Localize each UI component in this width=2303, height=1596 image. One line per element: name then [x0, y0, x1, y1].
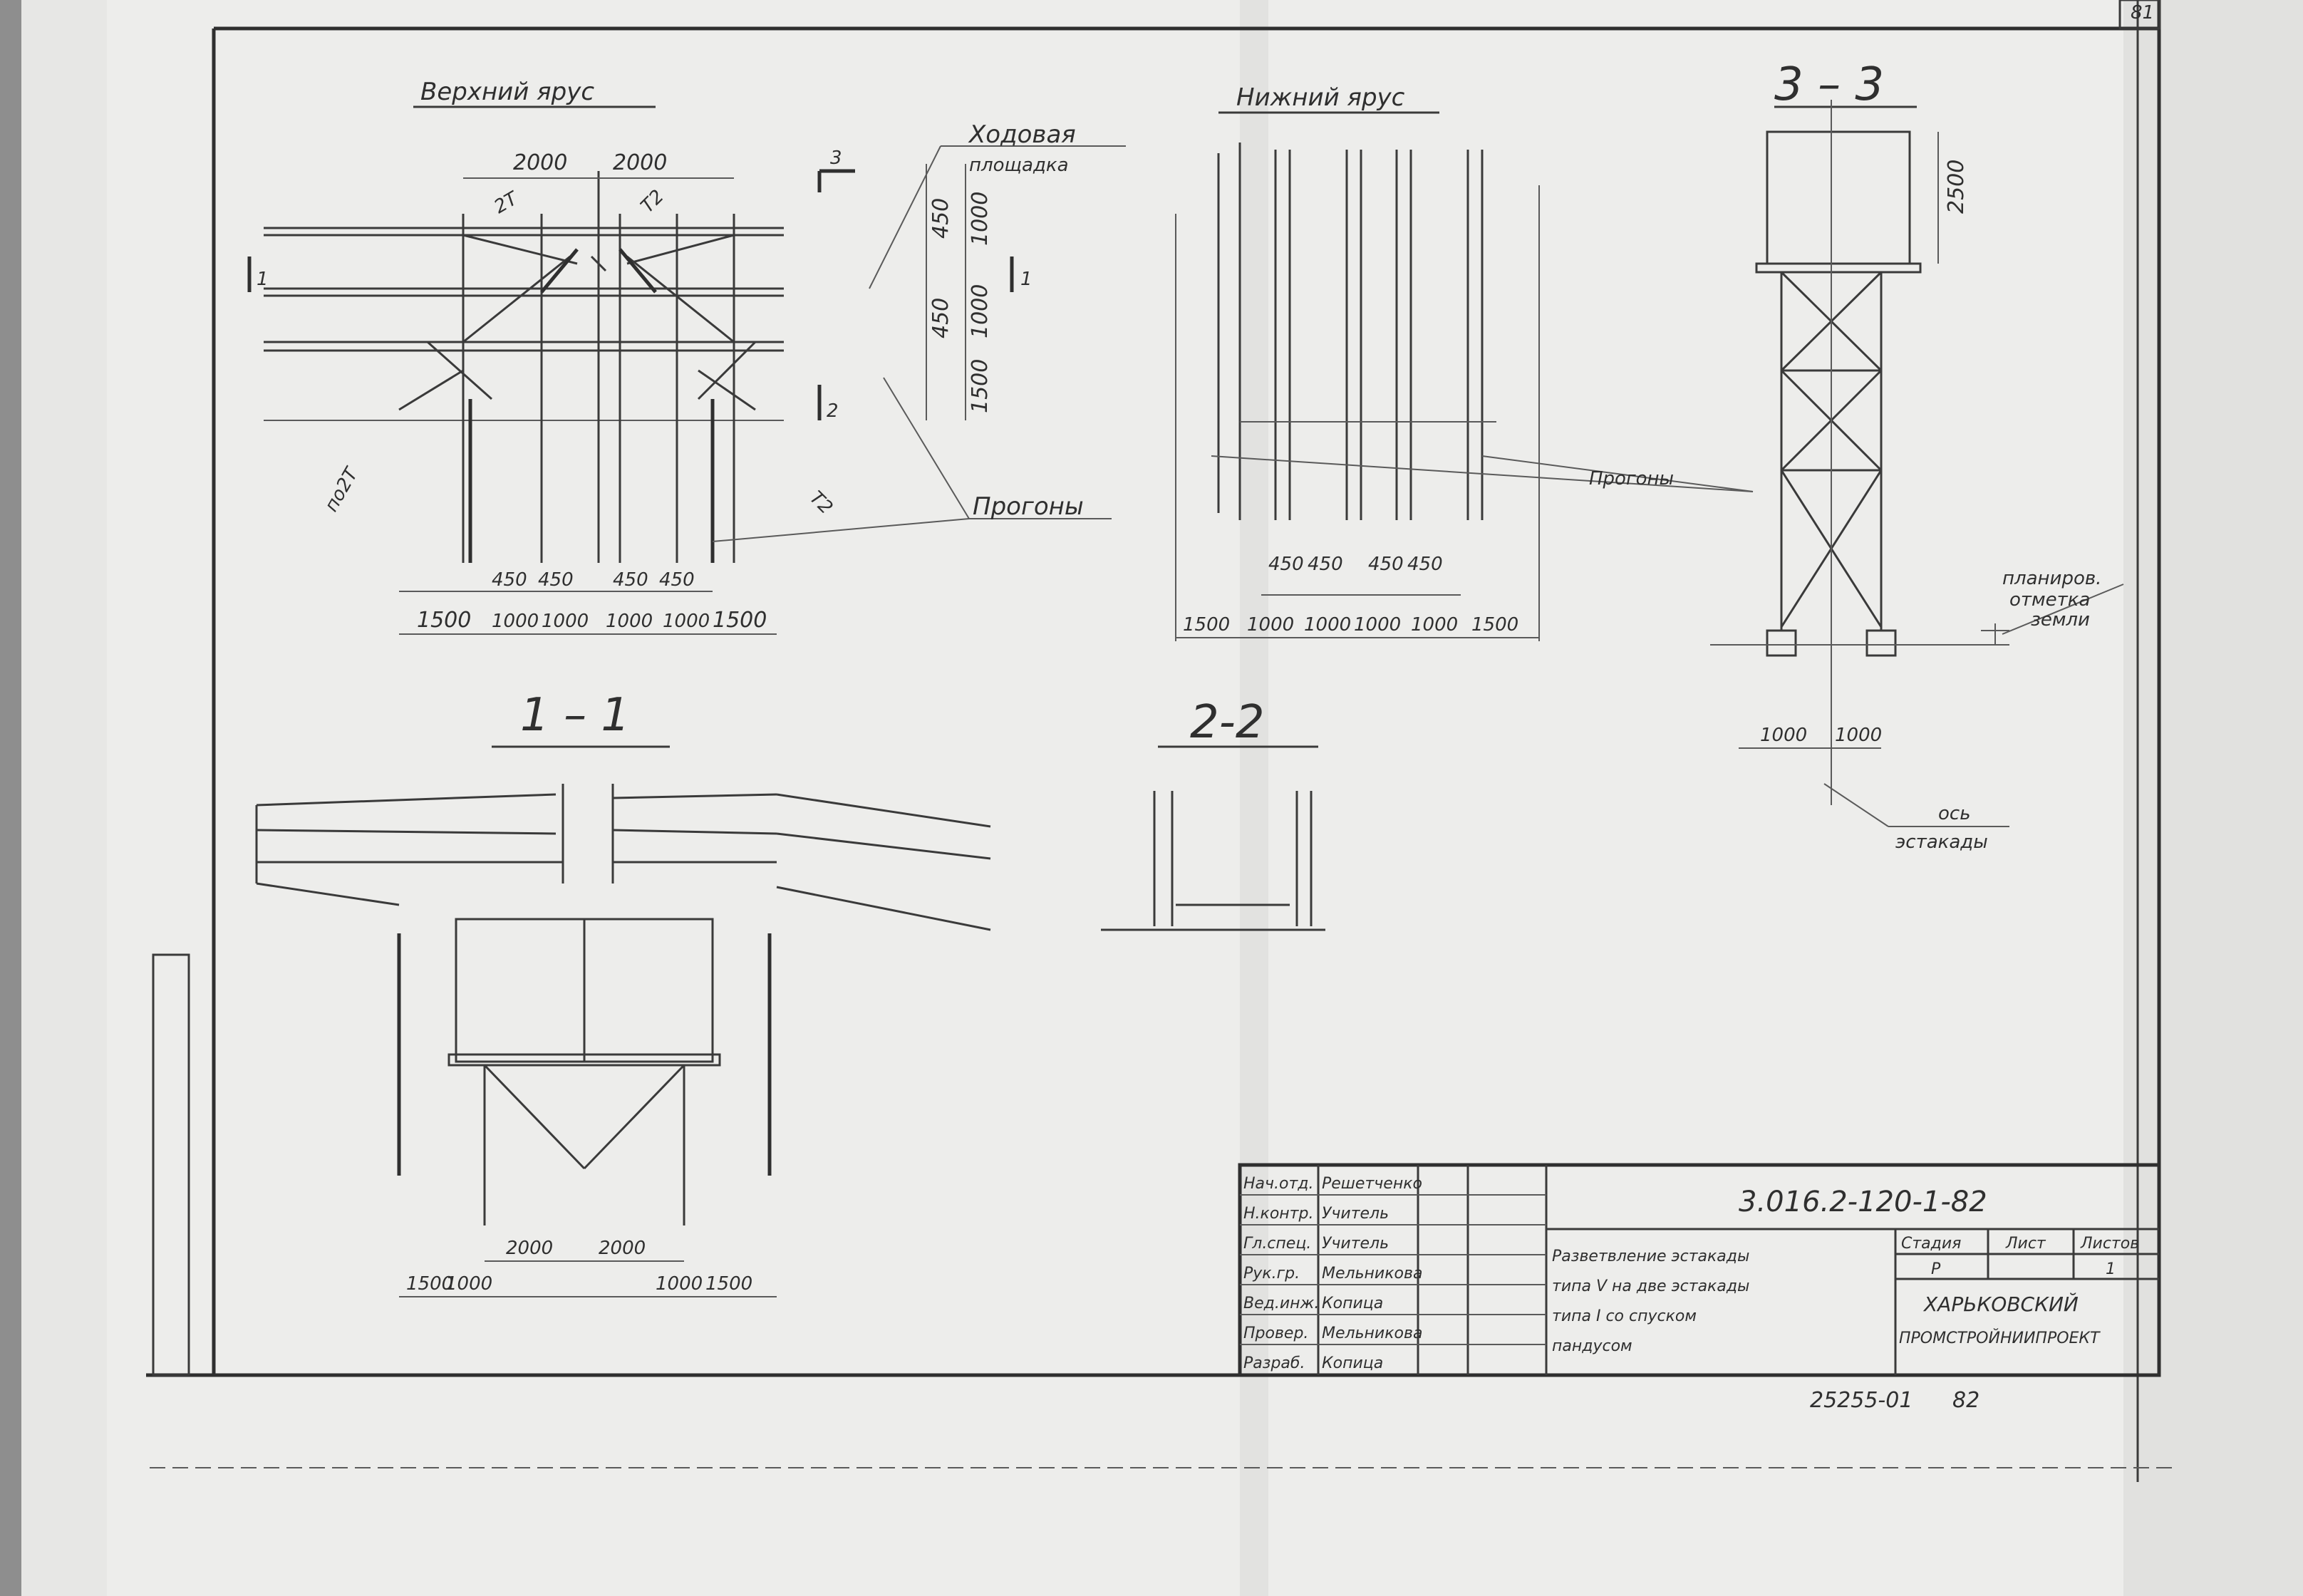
tb-stage-value: Р — [1931, 1260, 1941, 1278]
inventory-number: 25255-01 — [1810, 1388, 1913, 1413]
dim-lower-bot-5: 1000 — [1411, 614, 1458, 636]
dim-upper-right-2: 1000 — [968, 192, 993, 246]
dim-lower-bot-6: 1500 — [1471, 614, 1518, 636]
dim-upper-bot-5: 1000 — [663, 611, 710, 632]
dim-s33-height: 2500 — [1944, 160, 1969, 214]
tb-description-1: Разветвление эстакады — [1552, 1248, 1749, 1265]
dim-lower-bot-3: 1000 — [1304, 614, 1351, 636]
tb-name-5: Копица — [1322, 1295, 1383, 1312]
dim-lower-mid-4: 450 — [1407, 554, 1443, 575]
walkway-label-2: площадка — [969, 155, 1069, 176]
section-1-1-title: 1 – 1 — [520, 689, 630, 742]
section-mark-1-right: 1 — [1020, 269, 1033, 290]
tb-role-4: Рук.гр. — [1243, 1265, 1300, 1282]
section-mark-3: 3 — [830, 147, 842, 169]
dim-upper-bot-6: 1500 — [713, 608, 767, 633]
purlins-label-lower: Прогоны — [1589, 468, 1674, 489]
section-3-3: 3 – 3 2500 1000 1000 планиров. отметка з… — [1710, 58, 2124, 853]
dim-upper-bot-1: 1500 — [417, 608, 471, 633]
tb-name-6: Мельникова — [1322, 1325, 1422, 1342]
dim-s11-mid-2: 2000 — [599, 1238, 646, 1259]
title-block: Нач.отд. Решетченко Н.контр. Учитель Гл.… — [1238, 1163, 2161, 1377]
doc-code: 3.016.2-120-1-82 — [1739, 1186, 1987, 1218]
tb-sheets-value: 1 — [2106, 1260, 2116, 1278]
dim-lower-mid-1: 450 — [1268, 554, 1304, 575]
dim-lower-mid-3: 450 — [1368, 554, 1404, 575]
tb-role-5: Вед.инж. — [1243, 1295, 1319, 1312]
dim-lower-bot-2: 1000 — [1247, 614, 1294, 636]
dim-upper-right-3: 450 — [928, 298, 953, 338]
lower-tier-title: Нижний ярус — [1236, 83, 1405, 112]
tb-role-3: Гл.спец. — [1243, 1235, 1311, 1253]
tb-stage-header: Стадия — [1901, 1235, 1961, 1253]
purlins-label-upper: Прогоны — [973, 492, 1084, 521]
dim-s11-bot-2: 1000 — [445, 1273, 492, 1295]
grade-label-3: земли — [2031, 609, 2090, 631]
section-2-2: 2-2 — [1101, 696, 1325, 931]
tb-description-2: типа V на две эстакады — [1552, 1278, 1749, 1295]
tb-sheets-header: Листов — [2080, 1235, 2139, 1253]
walkway-label-1: Ходовая — [968, 120, 1076, 149]
axis-label-2: эстакады — [1895, 831, 1988, 853]
tb-name-1: Решетченко — [1322, 1175, 1422, 1193]
upper-tier-title: Верхний ярус — [420, 78, 594, 106]
tb-role-2: Н.контр. — [1243, 1205, 1313, 1223]
tb-name-7: Копица — [1322, 1354, 1383, 1372]
section-1-1: 1 – 1 2000 2000 1500 1000 1000 1500 — [255, 689, 991, 1297]
dim-lower-mid-2: 450 — [1308, 554, 1343, 575]
tb-description-4: пандусом — [1552, 1337, 1632, 1355]
section-2-2-title: 2-2 — [1190, 696, 1265, 749]
dim-s11-bot-3: 1000 — [656, 1273, 703, 1295]
tb-role-7: Разраб. — [1243, 1354, 1305, 1372]
dim-upper-bot-4: 1000 — [606, 611, 653, 632]
dim-s11-bot-1: 1500 — [406, 1273, 453, 1295]
grade-label-2: отметка — [2009, 589, 2090, 611]
lower-tier-plan: Нижний ярус Прогоны 450 450 450 450 1500… — [1175, 83, 1754, 641]
tb-name-3: Учитель — [1322, 1235, 1389, 1253]
tb-name-4: Мельникова — [1322, 1265, 1422, 1282]
tb-role-6: Провер. — [1243, 1325, 1308, 1342]
dim-upper-right-5: 1500 — [968, 359, 993, 413]
dim-s11-bot-4: 1500 — [705, 1273, 752, 1295]
grade-label-1: планиров. — [2002, 568, 2101, 589]
tb-name-2: Учитель — [1322, 1205, 1389, 1223]
tb-org-line-2: ПРОМСТРОЙНИИПРОЕКТ — [1899, 1329, 2101, 1347]
dim-upper-top-1: 2000 — [513, 150, 567, 175]
upper-tier-plan: Верхний ярус — [247, 78, 1126, 635]
dim-upper-right-4: 1000 — [968, 284, 993, 338]
section-mark-2: 2 — [827, 400, 839, 422]
page-number: 82 — [1952, 1388, 1979, 1413]
dim-upper-bot-3: 1000 — [542, 611, 589, 632]
dim-s33-bot-1: 1000 — [1760, 725, 1807, 746]
dim-upper-mid-4: 450 — [659, 569, 695, 591]
dim-upper-mid-3: 450 — [613, 569, 648, 591]
dim-upper-bot-2: 1000 — [492, 611, 539, 632]
axis-label-1: ось — [1938, 803, 1971, 824]
dim-upper-top-2: 2000 — [613, 150, 667, 175]
tb-role-1: Нач.отд. — [1243, 1175, 1314, 1193]
dim-s11-mid-1: 2000 — [506, 1238, 553, 1259]
dim-upper-mid-1: 450 — [492, 569, 527, 591]
dim-s33-bot-2: 1000 — [1835, 725, 1882, 746]
dim-upper-mid-2: 450 — [538, 569, 574, 591]
section-3-3-title: 3 – 3 — [1774, 58, 1884, 111]
sheet-number: 81 — [2131, 2, 2154, 24]
dim-lower-bot-4: 1000 — [1354, 614, 1401, 636]
dim-upper-right-1: 450 — [928, 198, 953, 239]
tb-description-3: типа I со спуском — [1552, 1307, 1697, 1325]
tb-sheet-header: Лист — [2005, 1235, 2046, 1253]
section-mark-1-left: 1 — [257, 269, 269, 290]
dim-lower-bot-1: 1500 — [1183, 614, 1230, 636]
tb-org-line-1: ХАРЬКОВСКИЙ — [1922, 1292, 2079, 1316]
